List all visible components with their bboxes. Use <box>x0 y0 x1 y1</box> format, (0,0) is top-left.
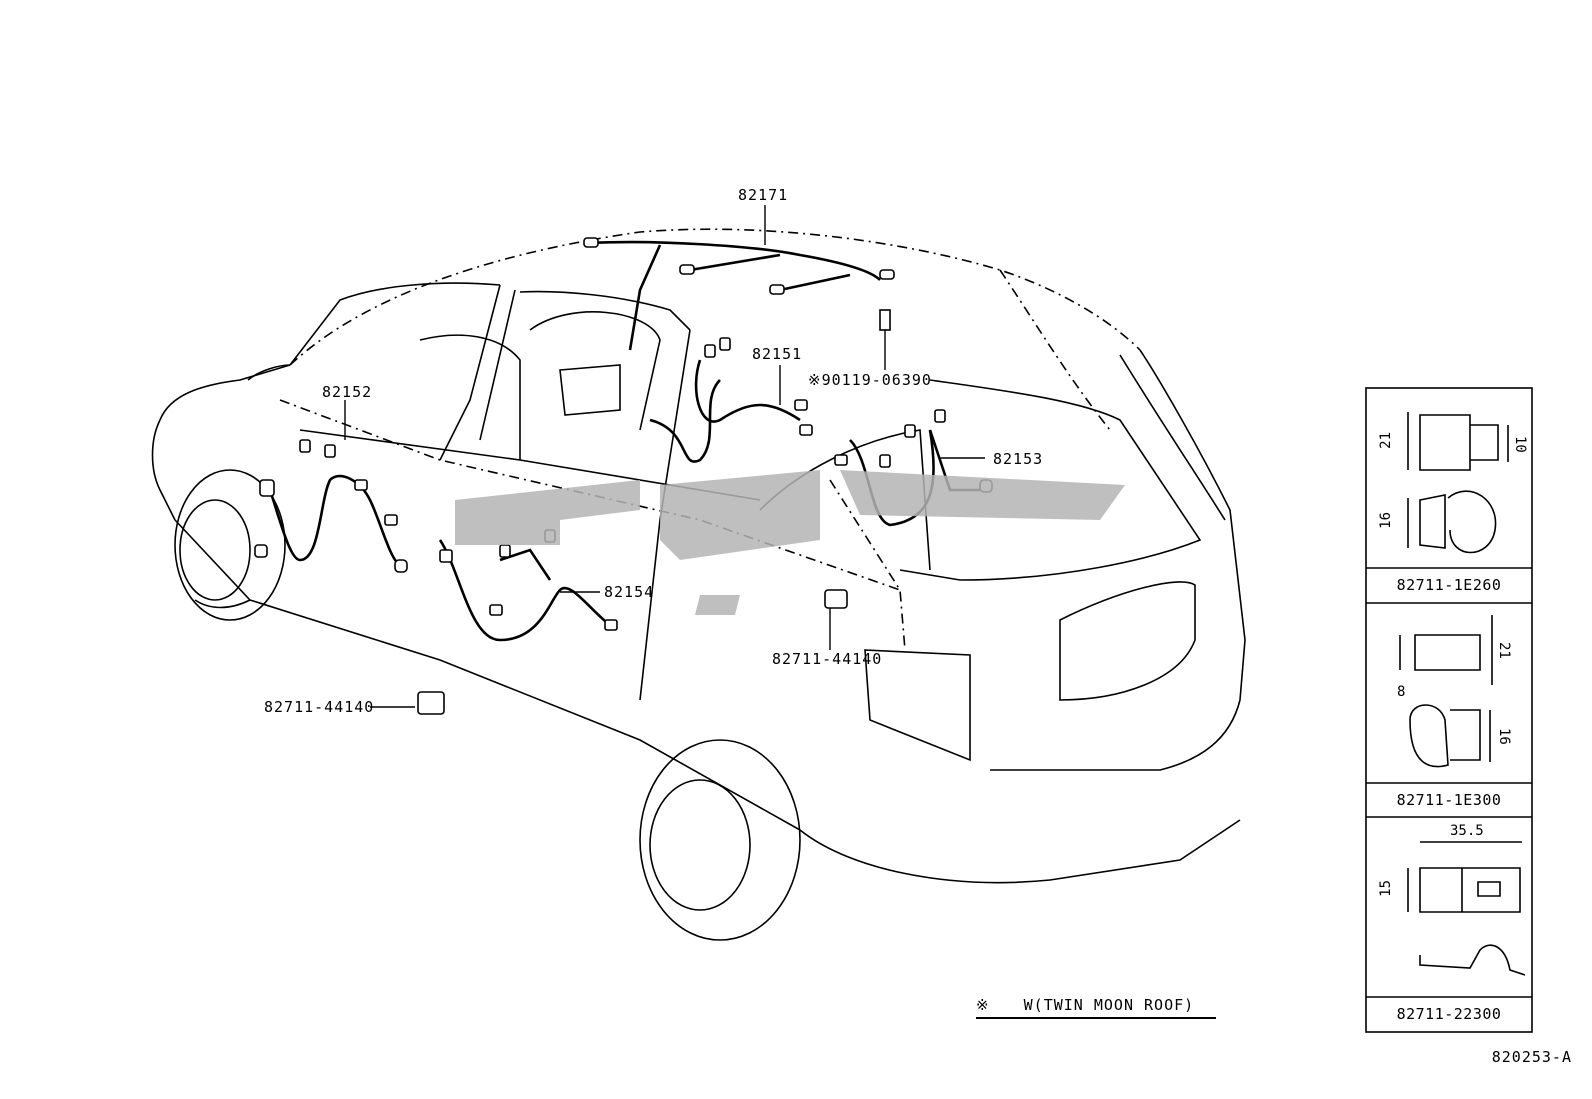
callout-roof-harness: 82171 <box>738 186 789 204</box>
part-label-3: 82711-22300 <box>1396 1005 1502 1023</box>
dim-part2-height: 21 <box>1496 642 1512 659</box>
callout-rear-right-door-harness: 82153 <box>993 450 1044 468</box>
callout-front-left-door-harness: 82152 <box>322 383 373 401</box>
part-detail-panel <box>1365 387 1533 1033</box>
footnote: ※ W(TWIN MOON ROOF) <box>976 996 1216 1019</box>
wire-harnesses <box>268 240 980 642</box>
dim-part3-length: 35.5 <box>1450 823 1484 839</box>
arabic-logo-watermark <box>455 470 1125 615</box>
callout-front-right-door-harness: 82151 <box>752 345 803 363</box>
dim-part1-height: 21 <box>1378 432 1394 449</box>
connectors <box>254 237 993 715</box>
dim-part1-depth: 16 <box>1378 512 1394 529</box>
part-label-1: 82711-1E260 <box>1396 576 1502 594</box>
figure-ref: 820253-A <box>1491 1048 1572 1066</box>
car-body-outline <box>151 228 1246 941</box>
leader-lines <box>344 205 985 708</box>
callout-bolt-part: ※90119-06390 <box>808 371 932 389</box>
footnote-symbol: ※ <box>976 996 990 1014</box>
callout-clip-left: 82711-44140 <box>264 698 375 716</box>
part-label-2: 82711-1E300 <box>1396 791 1502 809</box>
dim-part1-width: 10 <box>1512 436 1528 453</box>
dim-part2-width: 8 <box>1397 684 1406 700</box>
footnote-text: W(TWIN MOON ROOF) <box>1023 996 1195 1014</box>
callout-rear-left-door-harness: 82154 <box>604 583 655 601</box>
callout-clip-right: 82711-44140 <box>772 650 883 668</box>
dim-part2-depth: 16 <box>1496 728 1512 745</box>
dim-part3-height: 15 <box>1378 880 1394 897</box>
